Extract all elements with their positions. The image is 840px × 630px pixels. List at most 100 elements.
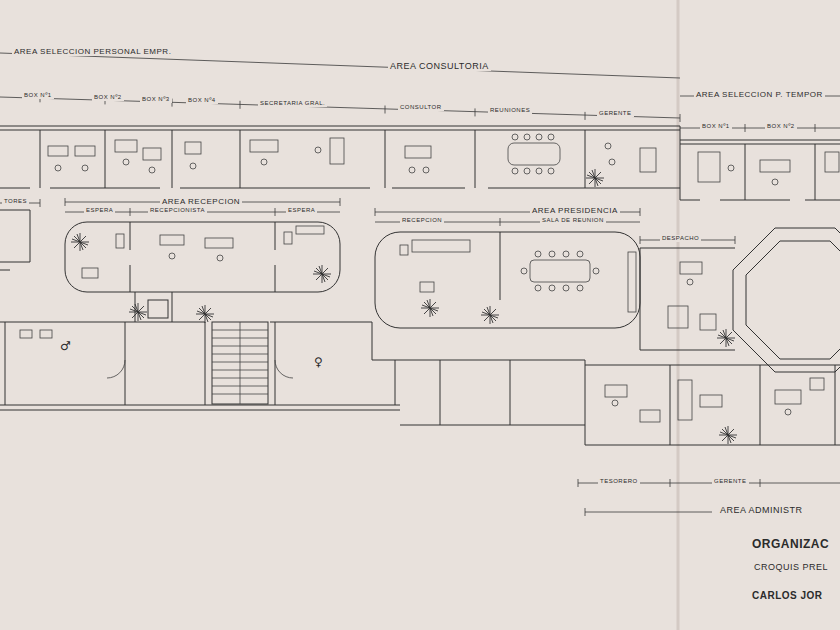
plant [719, 426, 737, 444]
furniture [20, 330, 32, 338]
chair [315, 147, 321, 153]
chair [772, 179, 778, 185]
dimension-line [680, 124, 840, 132]
area-label: AREA ADMINISTR [718, 505, 805, 515]
wall [640, 248, 735, 350]
chair [577, 251, 583, 257]
room-label: GERENTE [712, 478, 749, 485]
chair [123, 159, 129, 165]
furniture [530, 260, 590, 282]
chair [728, 165, 734, 171]
furniture [48, 146, 68, 156]
furniture [668, 306, 688, 328]
room-label: BOX Nº1 [700, 123, 732, 130]
room-label: BOX Nº3 [140, 96, 172, 103]
furniture [405, 146, 431, 158]
wall [212, 322, 268, 404]
chair [593, 268, 599, 274]
furniture [143, 148, 161, 160]
wall [372, 322, 585, 445]
furniture [628, 252, 636, 312]
chair [563, 285, 569, 291]
wall [746, 241, 840, 359]
dimension-line [578, 479, 840, 487]
chair [190, 163, 196, 169]
furniture [420, 282, 434, 292]
room-label: TESORERO [598, 478, 640, 485]
wall [0, 126, 840, 445]
room-label: RECEPCIONISTA [148, 207, 207, 214]
wall [585, 365, 840, 445]
chair [149, 167, 155, 173]
furniture [160, 235, 184, 245]
furniture [775, 390, 801, 404]
furniture [640, 410, 660, 422]
furniture [412, 240, 470, 252]
furniture [205, 238, 233, 248]
wall [135, 292, 172, 322]
chair [535, 285, 541, 291]
plant [129, 303, 147, 321]
chair [55, 134, 791, 415]
wall [212, 322, 268, 404]
room-label: BOX Nº2 [92, 94, 124, 101]
room-label: SECRETARIA GRAL. [258, 100, 327, 107]
restroom-symbol: ♂ [58, 340, 73, 354]
title-text: CROQUIS PREL [752, 562, 830, 572]
furniture [20, 138, 839, 422]
room-label: CONSULTOR [398, 104, 444, 111]
chair [536, 168, 542, 174]
furniture [116, 234, 124, 248]
furniture [82, 268, 98, 278]
wall [107, 360, 293, 378]
chair [548, 134, 554, 140]
chair [524, 134, 530, 140]
dimension-line [65, 198, 340, 216]
furniture [508, 143, 560, 165]
chair [512, 134, 518, 140]
furniture [810, 378, 824, 390]
room-label: DESPACHO [660, 235, 701, 242]
wall [148, 300, 168, 318]
dimension-line [0, 53, 840, 516]
room-label: BOX Nº2 [765, 123, 797, 130]
chair [536, 134, 542, 140]
furniture [250, 140, 278, 152]
chair [82, 165, 88, 171]
wall [130, 222, 275, 292]
chair [785, 409, 791, 415]
area-label: AREA SELECCION PERSONAL EMPR. [12, 47, 173, 56]
chair [609, 159, 615, 165]
furniture [296, 226, 324, 234]
wall [680, 140, 840, 200]
area-label: AREA CONSULTORIA [388, 61, 491, 71]
room-label: ESPERA [286, 207, 317, 214]
chair [549, 251, 555, 257]
chair [217, 255, 223, 261]
room-label: BOX Nº4 [186, 97, 218, 104]
furniture [825, 152, 839, 172]
room-label: GERENTE [597, 110, 634, 117]
furniture [700, 314, 716, 330]
furniture [680, 262, 702, 274]
room-label: SALA DE REUNION [540, 217, 606, 224]
title-text: CARLOS JOR [750, 590, 825, 602]
chair [512, 168, 518, 174]
chair [55, 165, 61, 171]
wall [733, 228, 840, 372]
chair [423, 167, 429, 173]
chair [612, 400, 618, 406]
dimension-line [0, 94, 680, 122]
dimension-line [0, 199, 40, 207]
chair [687, 279, 693, 285]
dimension-line [585, 508, 712, 516]
furniture [75, 146, 95, 156]
paper-fold [677, 0, 680, 630]
plant [421, 299, 439, 317]
plant [481, 306, 499, 324]
plant [313, 265, 331, 283]
room-label: BOX Nº1 [22, 92, 54, 99]
plant [71, 233, 89, 251]
plant [196, 305, 214, 323]
plant [586, 169, 604, 187]
